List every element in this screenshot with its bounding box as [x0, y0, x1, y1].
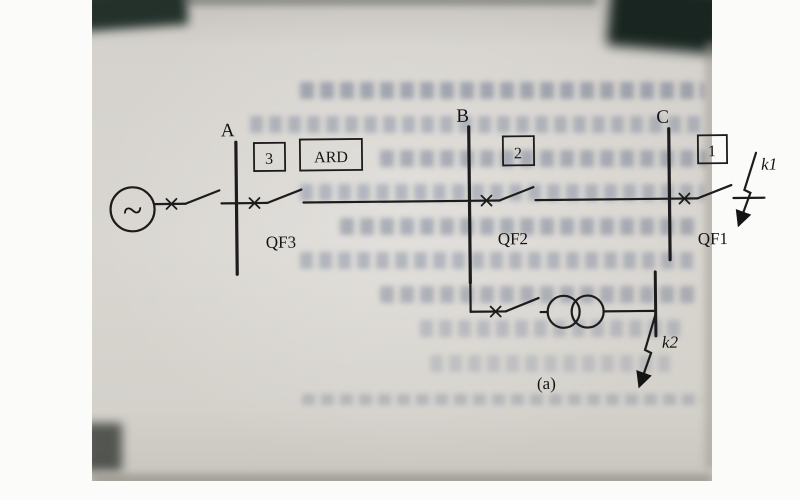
transformer-winding-icon — [570, 294, 605, 329]
section-boxes — [252, 134, 729, 172]
bleedthrough-text-row — [302, 394, 702, 405]
section-box-3 — [252, 141, 287, 172]
bleedthrough-text-row — [300, 82, 704, 99]
disconnect-x-icon — [248, 197, 261, 209]
section-number-1: 1 — [708, 143, 716, 160]
switch-blade-qf1 — [696, 183, 733, 200]
fault-label-k1: k1 — [761, 155, 777, 174]
switch-blade-branch — [504, 296, 540, 313]
main-feeder-line — [153, 183, 766, 206]
fault-label-k2: k2 — [662, 333, 679, 352]
bleedthrough-text-row — [380, 286, 696, 303]
ard-box — [298, 138, 364, 172]
generator-icon — [109, 186, 156, 233]
bleedthrough-text-row — [250, 116, 706, 133]
section-box-2 — [501, 135, 536, 167]
bleedthrough-text-row — [420, 320, 682, 337]
breaker-label-qf1: QF1 — [698, 229, 728, 248]
busbar-b — [467, 125, 472, 285]
bleedthrough-text-row — [340, 218, 700, 235]
section-number-2: 2 — [514, 145, 522, 162]
transformer-winding-icon — [546, 294, 581, 329]
bleedthrough-text-row — [300, 184, 704, 201]
disconnect-x-icon — [165, 197, 178, 210]
switch-blade-qf2 — [498, 186, 535, 202]
photo-right-edge-shadow — [705, 42, 712, 469]
switch-blade-generator — [184, 189, 221, 205]
busbar-a — [234, 140, 239, 276]
bleedthrough-text-row — [430, 355, 670, 372]
disconnect-x-icon — [480, 194, 493, 207]
breaker-label-qf2: QF2 — [498, 229, 528, 248]
photo-top-edge-shadow — [182, 0, 597, 5]
disconnect-marks — [165, 192, 691, 318]
generator-ac-symbol: ~ — [123, 190, 143, 230]
fault-arrow-k1 — [735, 151, 758, 228]
breaker-label-qf3: QF3 — [266, 233, 296, 252]
bus-label-b: B — [456, 106, 469, 127]
bus-label-a: A — [221, 120, 235, 141]
section-box-1 — [696, 134, 729, 165]
bus-label-c: C — [656, 107, 669, 128]
bleedthrough-text-row — [300, 252, 696, 269]
busbar-c — [667, 127, 672, 262]
book-page-photo — [92, 0, 712, 481]
fault-arrow-k2 — [636, 312, 657, 389]
transformer-branch — [469, 270, 658, 338]
section-number-3: 3 — [265, 151, 273, 168]
figure-caption: (a) — [537, 374, 556, 393]
photo-dark-corner-bottom-left — [92, 423, 122, 471]
photo-bottom-edge-shadow — [92, 474, 712, 481]
branch-terminal-bus — [653, 270, 658, 338]
disconnect-x-icon — [678, 192, 691, 205]
ard-label: ARD — [314, 149, 348, 166]
switch-blade-qf3 — [266, 188, 303, 205]
bleedthrough-text-row — [380, 150, 706, 167]
